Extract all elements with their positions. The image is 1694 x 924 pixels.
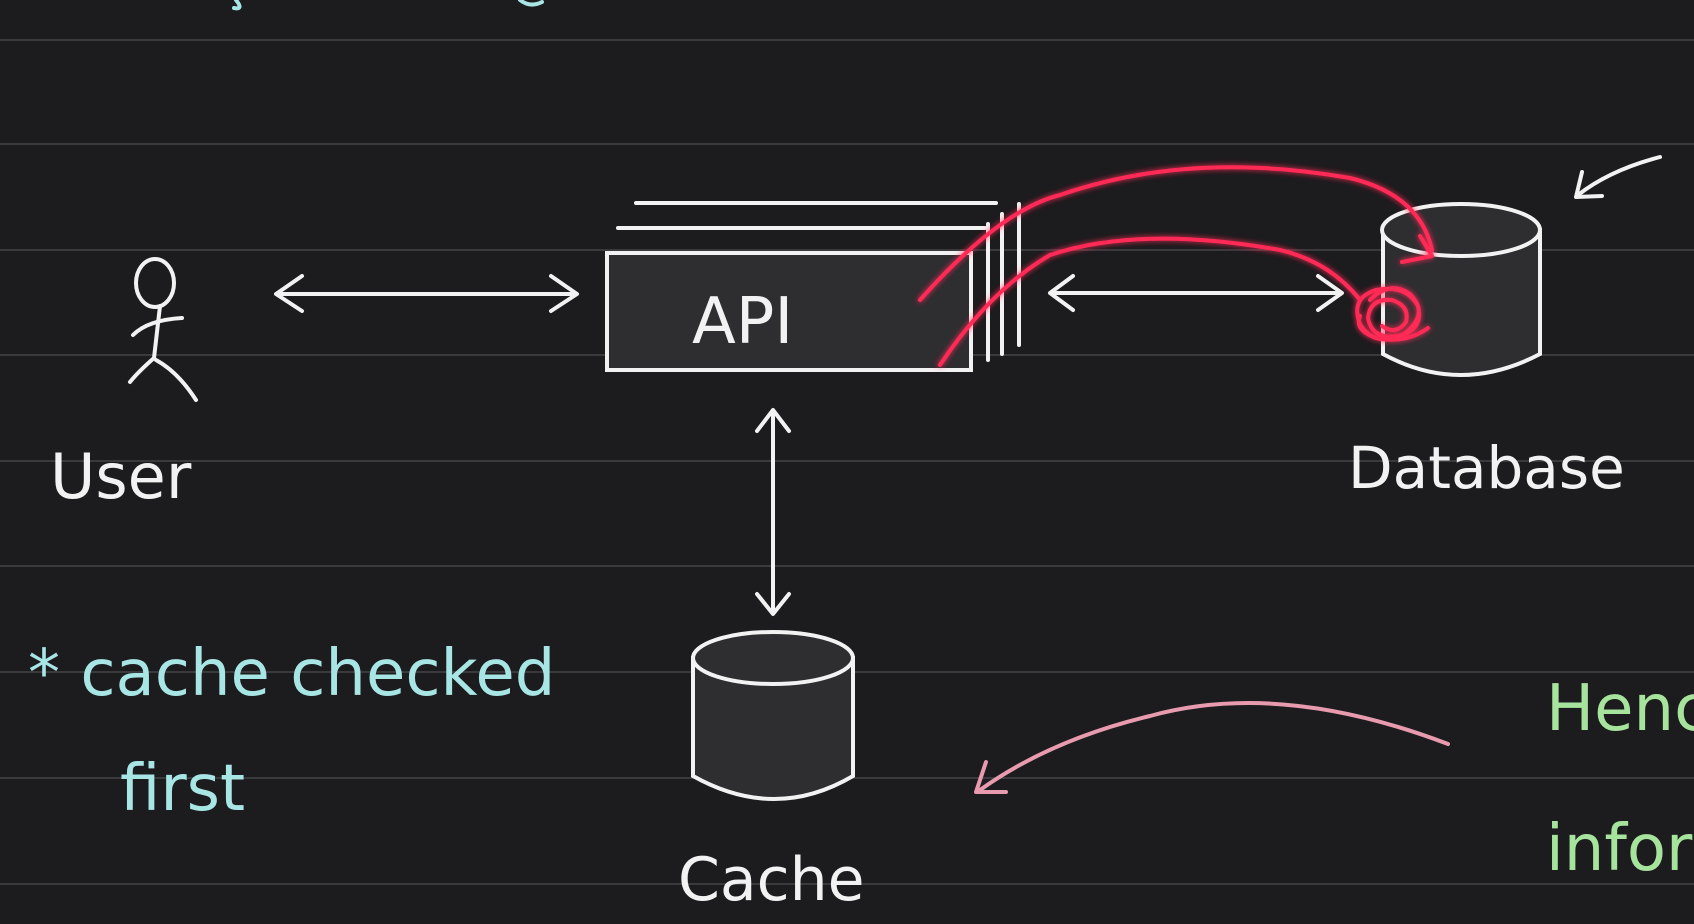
user-stick-figure-icon <box>128 257 198 402</box>
right-note-line2: inform <box>1546 812 1694 886</box>
cache-note-line2: first <box>120 752 245 826</box>
ruled-lines <box>0 39 1694 885</box>
user-label: User <box>50 440 192 513</box>
cache-note-line1: * cache checked <box>28 637 555 711</box>
database-cylinder-icon <box>1380 202 1542 377</box>
right-note-line1: Henc <box>1546 672 1694 746</box>
user-api-arrow <box>274 274 579 313</box>
api-label: API <box>692 285 793 359</box>
red-scribble-annotations <box>918 165 1434 367</box>
api-box <box>605 201 1021 372</box>
database-label: Database <box>1348 434 1625 502</box>
top-cutoff-stroke <box>232 0 544 11</box>
pink-pointer-arrow <box>974 701 1450 794</box>
api-database-arrow <box>1048 274 1344 312</box>
top-right-pointer-arrow <box>1574 155 1662 199</box>
cache-label: Cache <box>678 845 865 915</box>
api-cache-arrow <box>755 408 791 616</box>
cache-cylinder-icon <box>691 630 855 801</box>
